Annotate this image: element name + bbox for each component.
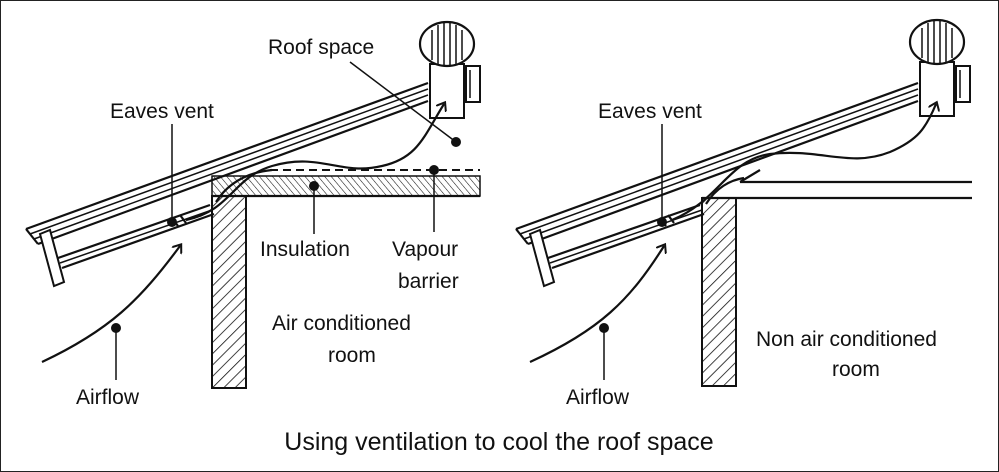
left-roof-sheeting <box>25 81 429 246</box>
diagram-title: Using ventilation to cool the roof space <box>284 428 713 456</box>
left-label-room-2: room <box>328 344 376 367</box>
right-ceiling <box>702 169 972 200</box>
right-wall <box>701 197 737 387</box>
right-leaders <box>599 124 667 380</box>
left-airflow-through-roof <box>185 104 444 222</box>
airflow-arrow-icon <box>529 246 664 364</box>
left-label-vapour-2: barrier <box>398 270 459 293</box>
roof-turbine-vent-icon <box>908 18 971 117</box>
left-label-airflow: Airflow <box>76 386 140 409</box>
left-panel: Roof space Eaves vent Insulation Vapour … <box>25 20 481 409</box>
right-label-room-1: Non air conditioned <box>756 328 937 351</box>
left-label-vapour-1: Vapour <box>392 238 458 261</box>
right-airflow-lower <box>705 176 745 205</box>
right-label-airflow: Airflow <box>566 386 630 409</box>
left-leaders <box>111 61 461 380</box>
left-ceiling <box>211 169 481 198</box>
right-fascia <box>528 203 705 288</box>
roof-turbine-vent-icon <box>418 20 481 119</box>
left-label-eaves-vent: Eaves vent <box>110 100 214 123</box>
right-label-room-2: room <box>832 358 880 381</box>
left-label-insulation: Insulation <box>260 238 350 261</box>
left-wall <box>211 195 247 389</box>
left-insulation-layer <box>211 175 481 197</box>
left-fascia <box>38 203 215 288</box>
right-roof-sheeting <box>515 81 919 246</box>
right-panel: Eaves vent Non air conditioned room Airf… <box>515 18 972 409</box>
left-label-roof-space: Roof space <box>268 36 374 59</box>
airflow-arrow-icon <box>41 246 180 363</box>
right-label-eaves-vent: Eaves vent <box>598 100 702 123</box>
left-airflow-lower <box>215 168 273 203</box>
right-airflow-through-roof <box>671 104 936 222</box>
left-label-room-1: Air conditioned <box>272 312 411 335</box>
